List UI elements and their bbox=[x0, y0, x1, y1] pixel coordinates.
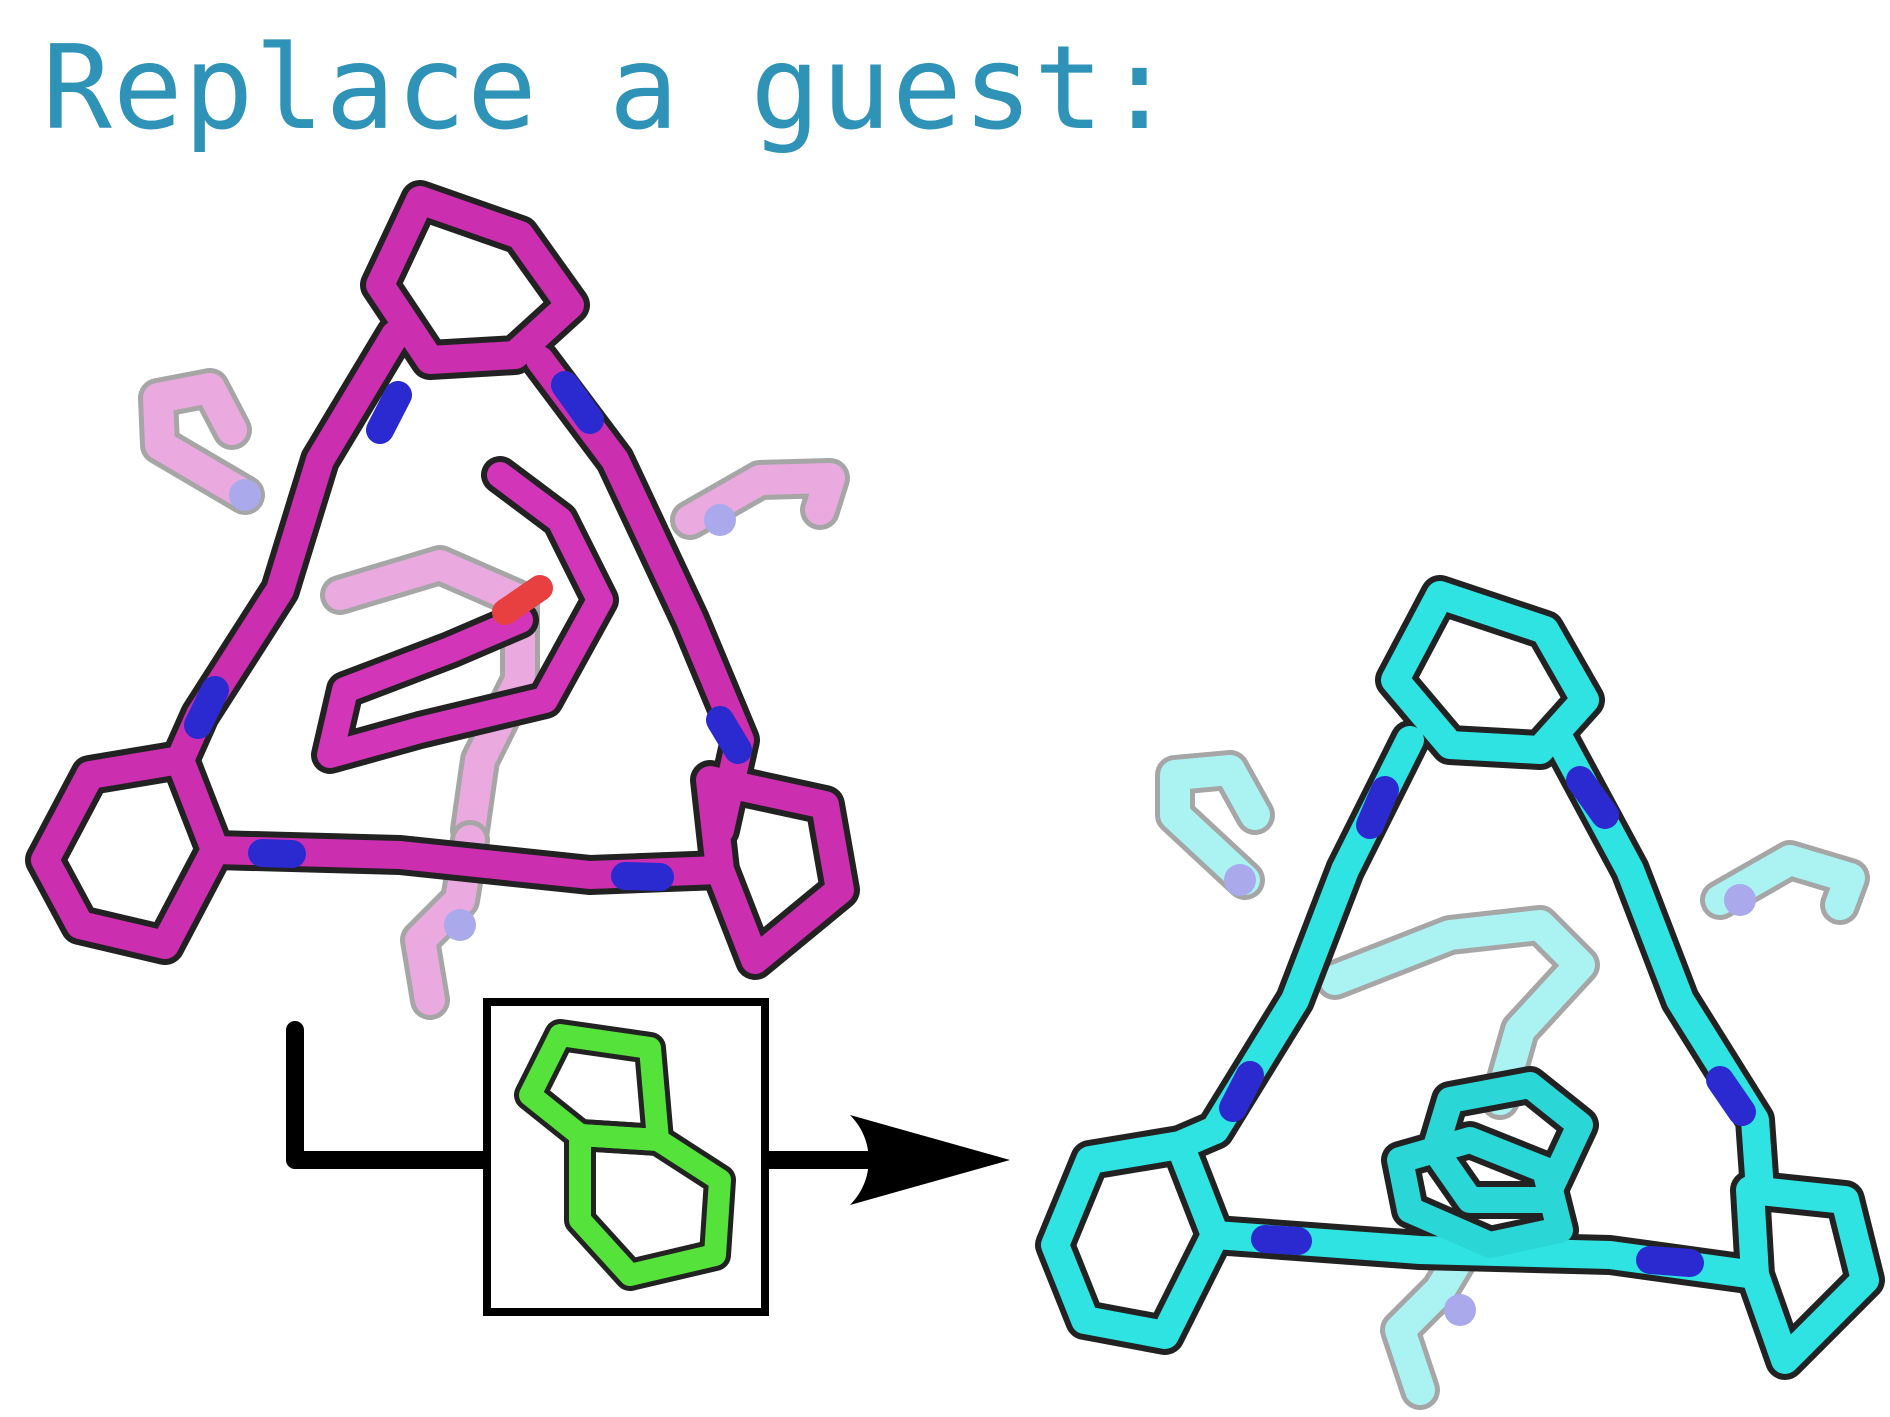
page-title: Replace a guest: bbox=[42, 21, 1176, 156]
host-cage-with-original-guest bbox=[25, 180, 860, 1020]
host-cage-with-new-guest bbox=[1035, 575, 1885, 1410]
cage-framework bbox=[25, 180, 860, 980]
arrow-head-icon bbox=[850, 1115, 1010, 1205]
new-guest-indane bbox=[514, 1019, 736, 1291]
cage-framework bbox=[1035, 575, 1885, 1380]
replacement-arrow bbox=[286, 1021, 1010, 1205]
new-guest-box bbox=[483, 998, 769, 1316]
